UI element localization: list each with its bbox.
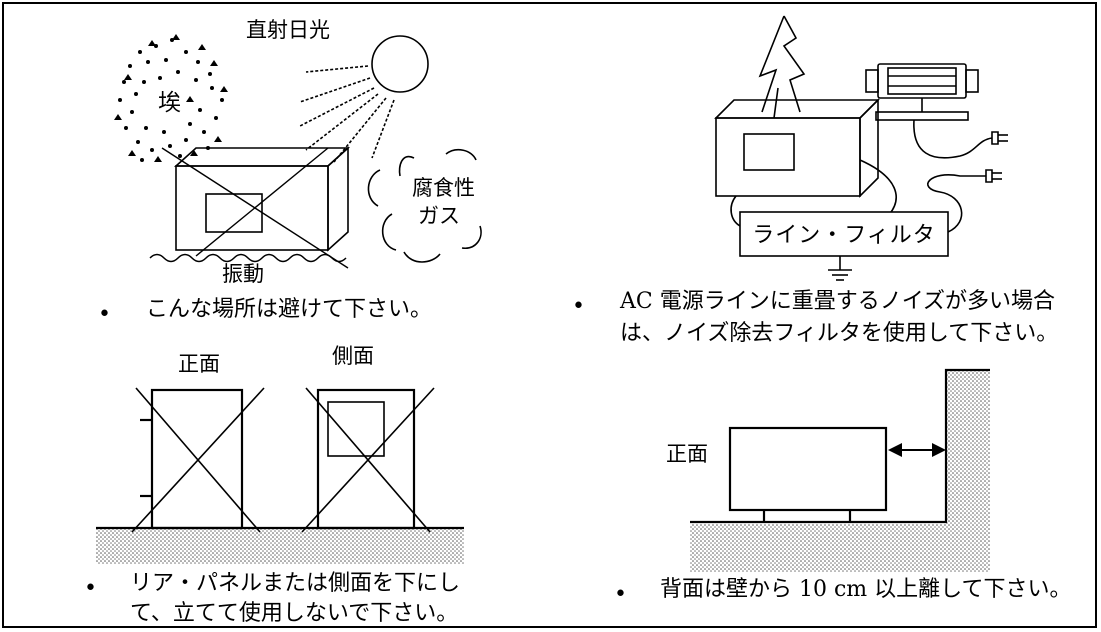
- floor-hatch: [96, 528, 464, 564]
- bullet: •: [98, 302, 111, 327]
- caption-avoid-places: こんな場所は避けて下さい。: [146, 297, 433, 322]
- instrument-box-icon: [161, 146, 351, 269]
- instrument-side-icon: [728, 426, 888, 522]
- caption-noise-filter-line1: AC 電源ラインに重畳するノイズが多い場合: [620, 289, 1056, 314]
- motor-device-icon: [865, 63, 993, 159]
- plug-icon: [991, 131, 1008, 145]
- caption-noise-filter-line2: は、ノイズ除去フィルタを使用して下さい。: [620, 321, 1059, 346]
- caption-orientation-line1: リア・パネルまたは側面を下にし: [130, 571, 461, 596]
- bullet: •: [614, 582, 627, 607]
- sunlight-label: 直射日光: [246, 18, 330, 42]
- side-view-icon: [301, 387, 435, 533]
- caption-wall-clearance: 背面は壁から 10 cm 以上離して下さい。: [660, 577, 1072, 602]
- line-filter-label: ライン・フィルタ: [752, 223, 936, 248]
- sun-icon: [299, 35, 429, 163]
- instrument-box-icon: [714, 98, 880, 198]
- floor-hatch: [690, 524, 990, 572]
- line-filter-box: ライン・フィルタ: [739, 211, 949, 257]
- dust-label: 埃: [158, 90, 181, 116]
- front-view-icon: [131, 387, 265, 533]
- bullet: •: [572, 294, 585, 319]
- corrosive-gas-label-line2: ガス: [418, 204, 460, 228]
- front-view-label: 正面: [178, 352, 220, 376]
- side-view-label: 側面: [332, 344, 374, 368]
- plug-icon: [985, 169, 1002, 183]
- corrosive-gas-icon: [367, 148, 482, 263]
- bullet: •: [84, 576, 97, 601]
- lightning-icon: [758, 15, 806, 119]
- wall-floor-line: [690, 368, 990, 524]
- vibration-wave-icon: [149, 253, 347, 263]
- dust-cloud-icon: [114, 34, 228, 162]
- clearance-arrow-icon: [888, 443, 946, 457]
- corrosive-gas-label: 腐食性: [412, 176, 475, 200]
- vibration-label: 振動: [222, 262, 264, 286]
- front-view-label: 正面: [666, 442, 708, 466]
- caption-orientation-line2: て、立てて使用しないで下さい。: [130, 601, 459, 626]
